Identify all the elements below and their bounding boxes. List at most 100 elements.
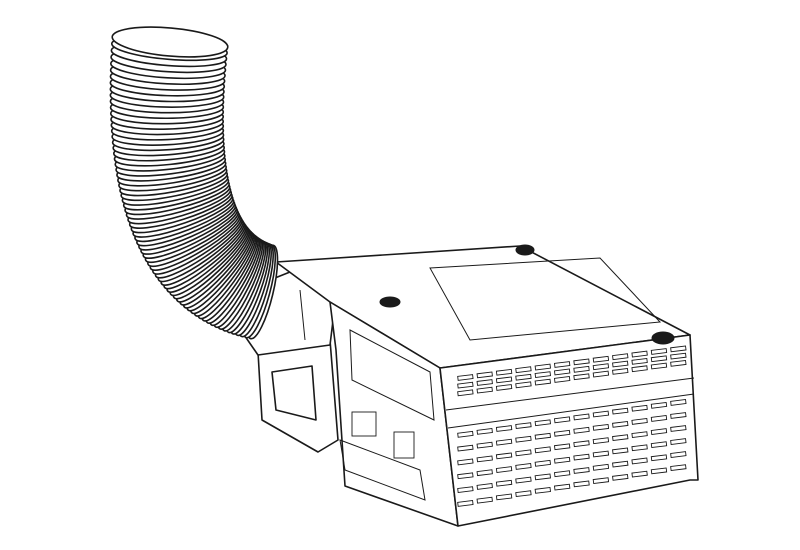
vent-slot — [573, 358, 590, 366]
vent-slot — [650, 467, 668, 475]
vent-slot — [495, 425, 513, 432]
vent-slot — [612, 360, 629, 368]
vent-slot — [612, 420, 629, 428]
vent-slot — [631, 350, 648, 358]
vent-slot — [631, 470, 648, 478]
vent-slot — [534, 378, 551, 386]
foot — [515, 244, 535, 256]
vent-slot — [631, 418, 648, 425]
vent-slot — [515, 422, 532, 430]
vent-slot — [670, 451, 687, 458]
vent-slot — [515, 449, 532, 457]
vent-slot — [631, 457, 648, 465]
vent-slot — [573, 480, 590, 488]
vent-slot — [631, 404, 648, 412]
vent-slot — [495, 466, 513, 473]
vent-slot — [534, 486, 551, 494]
vent-slot — [573, 413, 590, 421]
vent-slot — [534, 473, 551, 481]
vent-slot — [457, 389, 474, 397]
vent-slot — [553, 429, 571, 437]
vent-slot — [476, 469, 493, 477]
vent-slot — [457, 458, 474, 466]
foot — [379, 296, 401, 308]
vent-slot — [573, 467, 590, 474]
vent-slot — [631, 357, 648, 365]
vent-slot — [534, 419, 551, 427]
vent-slot — [592, 410, 610, 418]
vent-slot — [592, 463, 610, 471]
vent-slot — [534, 432, 551, 440]
vent-slot — [553, 416, 571, 424]
vent-slot — [457, 374, 474, 381]
vent-slot — [612, 407, 629, 415]
vent-slot — [612, 367, 629, 375]
vent-slot — [553, 376, 571, 383]
vent-slot — [476, 496, 493, 504]
vent-slot — [457, 381, 474, 389]
vent-slot — [476, 371, 493, 379]
vent-slot — [631, 444, 648, 452]
vent-slot — [495, 479, 513, 487]
flexible-exhaust-duct — [109, 26, 279, 340]
projector-feet — [379, 244, 675, 345]
vent-slot — [650, 348, 668, 355]
vent-slot — [534, 446, 551, 454]
duct-opening — [111, 26, 229, 58]
vent-slot — [573, 373, 590, 381]
vent-slot — [553, 361, 571, 368]
vent-slot — [495, 376, 513, 384]
vent-slot — [495, 493, 513, 501]
vent-slot — [573, 365, 590, 373]
vent-slot — [515, 381, 532, 389]
vent-slot — [650, 401, 668, 409]
vent-slot — [612, 473, 629, 481]
vent-slot — [553, 443, 571, 451]
vent-slot — [495, 368, 513, 376]
vent-slot — [573, 440, 590, 448]
vent-slot — [592, 423, 610, 431]
vent-slot — [534, 363, 551, 371]
vent-slot — [670, 352, 687, 360]
vent-slot — [476, 386, 493, 394]
vent-slot — [553, 470, 571, 478]
vent-slot — [553, 456, 571, 464]
vent-slot — [553, 483, 571, 491]
vent-slot — [670, 345, 687, 353]
vent-slot — [592, 370, 610, 378]
vent-slot — [650, 428, 668, 435]
vent-slot — [476, 441, 493, 449]
vent-slot — [476, 379, 493, 386]
vent-slot — [670, 464, 687, 472]
vent-slot — [573, 453, 590, 461]
vent-slot — [592, 477, 610, 485]
vent-slot — [515, 490, 532, 498]
vent-slot — [670, 359, 687, 367]
vent-slot — [650, 454, 668, 462]
vent-slot — [592, 355, 610, 363]
vent-slot — [476, 428, 493, 435]
vent-slot — [670, 399, 687, 406]
vent-slot — [612, 460, 629, 468]
front-vent-grille — [457, 345, 687, 507]
vent-slot — [534, 459, 551, 467]
vent-slot — [457, 472, 474, 480]
vent-slot — [534, 371, 551, 378]
vent-slot — [650, 362, 668, 370]
vent-slot — [553, 368, 571, 376]
vent-slot — [495, 438, 513, 446]
vent-slot — [573, 426, 590, 434]
vent-slot — [515, 373, 532, 381]
vent-slot — [592, 363, 610, 371]
vent-slot — [650, 355, 668, 363]
vent-slot — [457, 430, 474, 438]
projector-body — [275, 245, 699, 527]
vent-slot — [650, 441, 668, 449]
vent-slot — [476, 483, 493, 490]
vent-slot — [670, 412, 687, 419]
vent-slot — [670, 438, 687, 445]
vent-slot — [495, 384, 513, 391]
vent-slot — [457, 486, 474, 493]
vent-slot — [476, 455, 493, 463]
